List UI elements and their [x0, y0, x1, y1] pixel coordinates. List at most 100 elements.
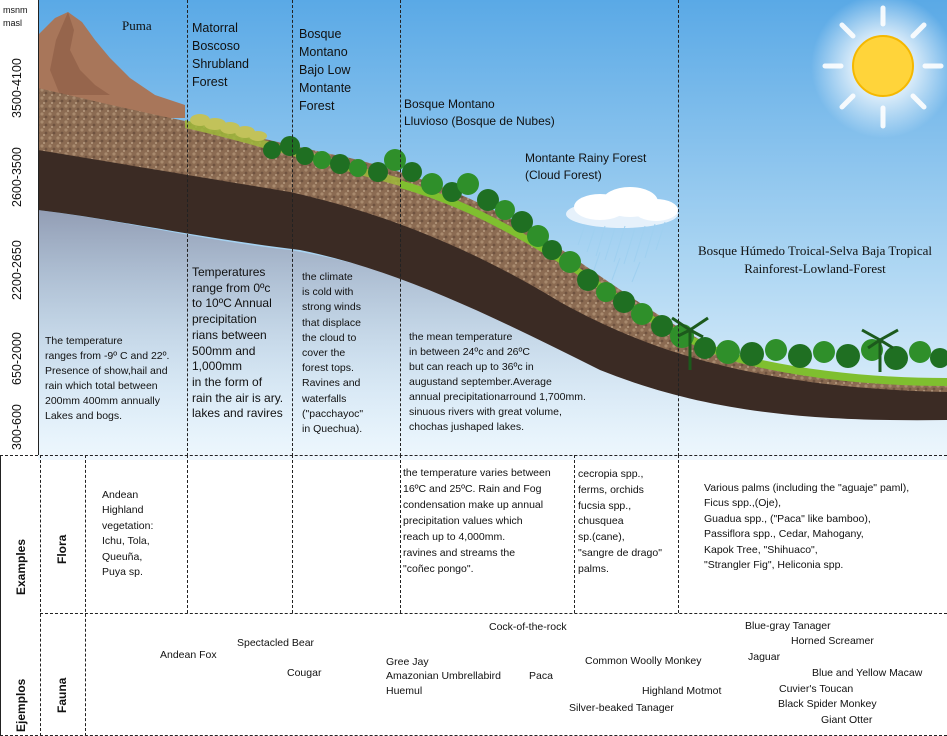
flora-andean-line: Queuña,: [102, 550, 143, 563]
elevation-band-1: 3500-4100: [10, 58, 24, 118]
elevation-band-3: 2200-2650: [10, 240, 24, 300]
flora-cloud-line: condensation make up annual: [403, 499, 544, 511]
flora-lowland-line: Kapok Tree, "Shihuaco",: [704, 543, 818, 556]
climate-matorral-line: 500mm and: [192, 343, 256, 358]
flora-cecropia-line: "sangre de drago": [578, 546, 662, 559]
fauna-umbrellabird: Amazonian Umbrellabird: [386, 670, 501, 682]
climate-matorral: Temperatures range from 0ºc to 10ºC Annu…: [192, 265, 283, 422]
flora-cloud-line: 16ºC and 25ºC. Rain and Fog: [403, 483, 542, 495]
zone-matorral-line: Shrubland: [192, 57, 249, 71]
flora-lowland-line: Ficus spp.,(Oje),: [704, 497, 782, 510]
zone-bosque-lluvioso: Bosque Montano Lluvioso (Bosque de Nubes…: [404, 96, 555, 130]
flora-cecropia-line: palms.: [578, 562, 609, 575]
zone-bosque-lluvioso-line: Lluvioso (Bosque de Nubes): [404, 114, 555, 128]
soil-dark: [38, 148, 947, 421]
zone-bosque-bajo-line: Forest: [299, 99, 335, 113]
climate-puma-line: Lakes and bogs.: [45, 410, 123, 422]
table-top-border: [0, 455, 947, 456]
fauna-paca: Paca: [529, 670, 553, 682]
flora-andean-line: vegetation:: [102, 519, 154, 532]
zone-humedo-line: Rainforest-Lowland-Forest: [744, 261, 886, 276]
climate-bosque-bajo-line: the cloud to: [302, 331, 357, 344]
fauna-black-spider-monkey: Black Spider Monkey: [778, 698, 877, 710]
elevation-band-2: 2600-3500: [10, 147, 24, 207]
zone-puma: Puma: [122, 18, 152, 33]
flora-cloud-line: the temperature varies between: [403, 467, 551, 479]
climate-bosque-bajo-line: that displace: [302, 316, 361, 329]
climate-cloud-forest: the mean temperature in between 24ºc and…: [409, 330, 586, 435]
elevation-band-4: 650-2000: [10, 332, 24, 385]
climate-puma-line: 200mm 400mm annually: [45, 395, 160, 407]
zone-bosque-lluvioso-line: Bosque Montano: [404, 97, 495, 111]
climate-puma: The temperature ranges from -9º C and 22…: [45, 334, 169, 424]
zone-matorral-line: Matorral: [192, 21, 238, 35]
climate-matorral-line: Temperatures: [192, 265, 266, 279]
shrubs: [190, 114, 267, 141]
divider-cloud: [400, 0, 401, 456]
climate-matorral-line: lakes and ravires: [192, 406, 283, 421]
flora-divider-1: [187, 455, 188, 613]
fauna-horned-screamer: Horned Screamer: [791, 635, 874, 647]
flora-andean-line: Puya sp.: [102, 566, 143, 579]
zone-humedo: Bosque Húmedo Troical-Selva Baja Tropica…: [686, 242, 944, 278]
climate-cloud-forest-line: in between 24ºc and 26ºC: [409, 346, 530, 358]
divider-lowland: [678, 0, 679, 456]
flora-divider-4: [574, 455, 575, 613]
climate-matorral-line: rain the air is ary.: [192, 390, 284, 405]
climate-cloud-forest-line: chochas jushaped lakes.: [409, 421, 524, 433]
flora-cloud-line: ravines and streams the: [403, 547, 516, 559]
soil-pebbles: [38, 88, 947, 392]
climate-matorral-line: 1,000mm: [192, 359, 243, 374]
label-col-divider-2: [85, 455, 86, 736]
row-label-flora: Flora: [55, 534, 69, 564]
fauna-blue-yellow-macaw: Blue and Yellow Macaw: [812, 667, 923, 679]
flora-lowland-line: Guadua spp., ("Paca" like bamboo),: [704, 512, 871, 525]
flora-lowland-line: Passiflora spp., Cedar, Mahogany,: [704, 528, 864, 541]
trees: [263, 136, 947, 370]
flora-lowland: Various palms (including the "aguaje" pa…: [704, 481, 909, 573]
label-col-divider-1: [40, 455, 41, 736]
flora-cloud-line: "coñec pongo".: [403, 563, 474, 575]
climate-puma-line: Presence of show,hail and: [45, 365, 168, 377]
rain-icon: [577, 221, 666, 283]
climate-bosque-bajo-line: strong winds: [302, 301, 361, 314]
flora-cloud: the temperature varies between 16ºC and …: [403, 465, 551, 577]
zone-humedo-line: Bosque Húmedo Troical-Selva Baja Tropica…: [698, 243, 932, 258]
climate-matorral-line: rians between: [192, 327, 267, 342]
flora-andean-line: Andean: [102, 489, 139, 501]
zone-montante-rainy-line: Montante Rainy Forest: [525, 151, 647, 165]
flora-fauna-divider: [40, 613, 947, 614]
flora-divider-3: [400, 455, 401, 613]
flora-lowland-line: Various palms (including the "aguaje" pa…: [704, 482, 910, 494]
flora-divider-2: [292, 455, 293, 613]
flora-cloud-line: precipitation values which: [403, 515, 523, 527]
fauna-huemul: Huemul: [386, 685, 423, 697]
climate-puma-line: rain which total between: [45, 380, 158, 392]
zone-montante-rainy: Montante Rainy Forest (Cloud Forest): [525, 150, 646, 184]
fauna-giant-otter: Giant Otter: [821, 714, 873, 726]
zone-montante-rainy-line: (Cloud Forest): [525, 168, 602, 182]
fauna-highland-motmot: Highland Motmot: [642, 685, 722, 697]
climate-bosque-bajo-line: Ravines and: [302, 377, 361, 390]
climate-cloud-forest-line: sinuous rivers with great volume,: [409, 406, 562, 418]
climate-puma-line: ranges from -9º C and 22º.: [45, 350, 170, 362]
row-label-examples: Examples: [14, 538, 28, 595]
ground-shadow: [38, 210, 947, 460]
climate-bosque-bajo: the climate is cold with strong winds th…: [302, 270, 363, 437]
climate-matorral-line: precipitation: [192, 312, 257, 327]
fauna-andean-fox: Andean Fox: [160, 649, 217, 661]
flora-andean-line: Highland: [102, 504, 144, 517]
unit-msnm: msnm: [3, 5, 28, 15]
fauna-cuviers-toucan: Cuvier's Toucan: [779, 683, 854, 695]
flora-cecropia-line: sp.(cane),: [578, 531, 625, 544]
fauna-blue-gray-tanager: Blue-gray Tanager: [745, 620, 831, 632]
fauna-woolly-monkey: Common Woolly Monkey: [585, 655, 702, 667]
flora-divider-5: [678, 455, 679, 613]
zone-matorral-line: Boscoso: [192, 39, 240, 53]
flora-cloud-line: reach up to 4,000mm.: [403, 531, 506, 543]
flora-cecropia-line: fucsia spp.,: [578, 499, 632, 512]
zone-bosque-bajo-line: Montano: [299, 45, 348, 59]
elevation-axis: [0, 0, 39, 455]
climate-cloud-forest-line: augustand september.Average: [409, 376, 552, 388]
